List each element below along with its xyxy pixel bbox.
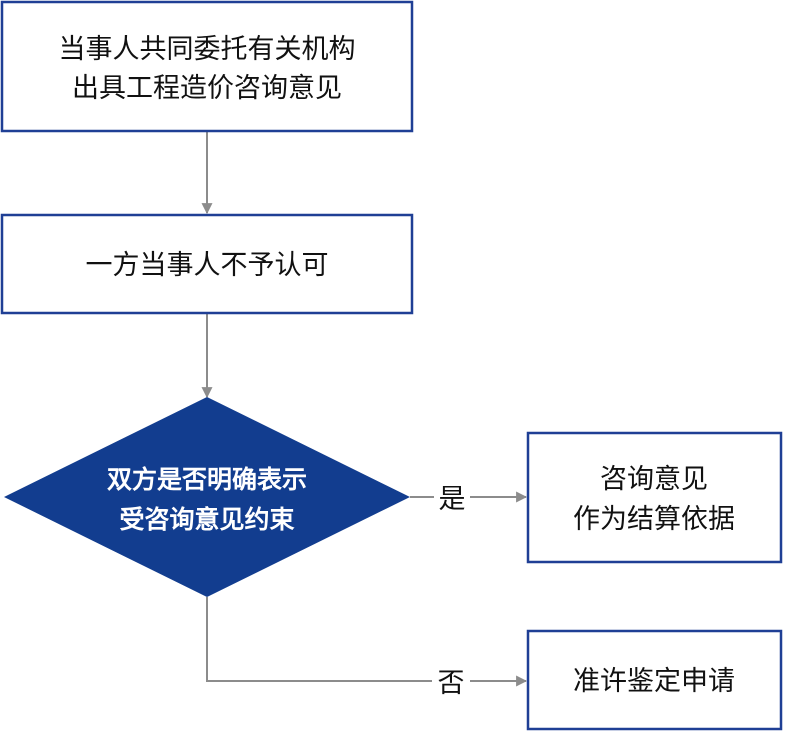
- node-entrust-box: [0, 0, 414, 133]
- node-approve-appraisal: 准许鉴定申请: [526, 629, 783, 731]
- node-entrust-institution: 当事人共同委托有关机构 出具工程造价咨询意见: [0, 0, 414, 133]
- node-disagree-line-1: 一方当事人不予认可: [86, 250, 329, 281]
- arrow-decision-no-to-appraisal: [206, 597, 528, 687]
- node-basis-box: [526, 431, 783, 564]
- node-settlement-basis: 咨询意见 作为结算依据: [526, 431, 783, 564]
- node-disagree-box: [0, 213, 414, 315]
- yes-label-bg: [434, 480, 470, 514]
- node-basis-line-1: 咨询意见: [600, 464, 708, 495]
- yes-label: 是: [439, 484, 466, 515]
- no-label-bg: [432, 664, 470, 698]
- decision-line-2: 受咨询意见约束: [119, 505, 295, 534]
- no-label: 否: [438, 668, 465, 699]
- node-party-disagrees: 一方当事人不予认可: [0, 213, 414, 315]
- node-decision: 双方是否明确表示 受咨询意见约束: [4, 397, 410, 597]
- node-entrust-line-2: 出具工程造价咨询意见: [72, 73, 342, 104]
- node-appraisal-box: [526, 629, 783, 731]
- decision-line-1: 双方是否明确表示: [107, 465, 307, 494]
- node-entrust-line-1: 当事人共同委托有关机构: [59, 34, 356, 65]
- node-basis-line-2: 作为结算依据: [573, 504, 735, 535]
- connectors: [201, 131, 528, 687]
- node-appraisal-line-1: 准许鉴定申请: [573, 666, 735, 697]
- decision-diamond: [4, 397, 410, 597]
